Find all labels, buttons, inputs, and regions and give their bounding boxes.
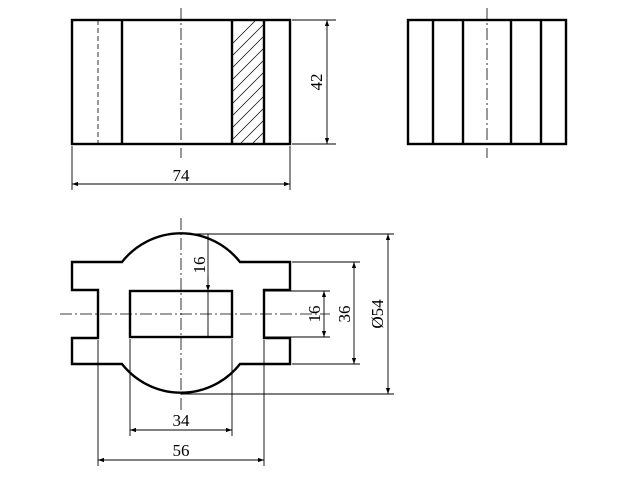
dim-circle-diameter: Ø54 <box>368 299 387 329</box>
side-view <box>406 8 568 158</box>
top-view: 16 16 36 Ø54 34 56 <box>60 218 394 466</box>
dim-slot-height: 16 <box>305 306 324 323</box>
top-view-outline <box>70 232 292 394</box>
dim-front-width: 74 <box>173 166 191 185</box>
dim-front-height: 42 <box>307 74 326 91</box>
dim-slot-width: 34 <box>173 411 191 430</box>
section-hatching <box>232 20 264 144</box>
dim-top-small-height: 16 <box>190 257 209 274</box>
dim-slot-outer-height: 36 <box>335 306 354 323</box>
dim-body-width: 56 <box>173 441 190 460</box>
front-view: 74 42 <box>70 8 336 190</box>
